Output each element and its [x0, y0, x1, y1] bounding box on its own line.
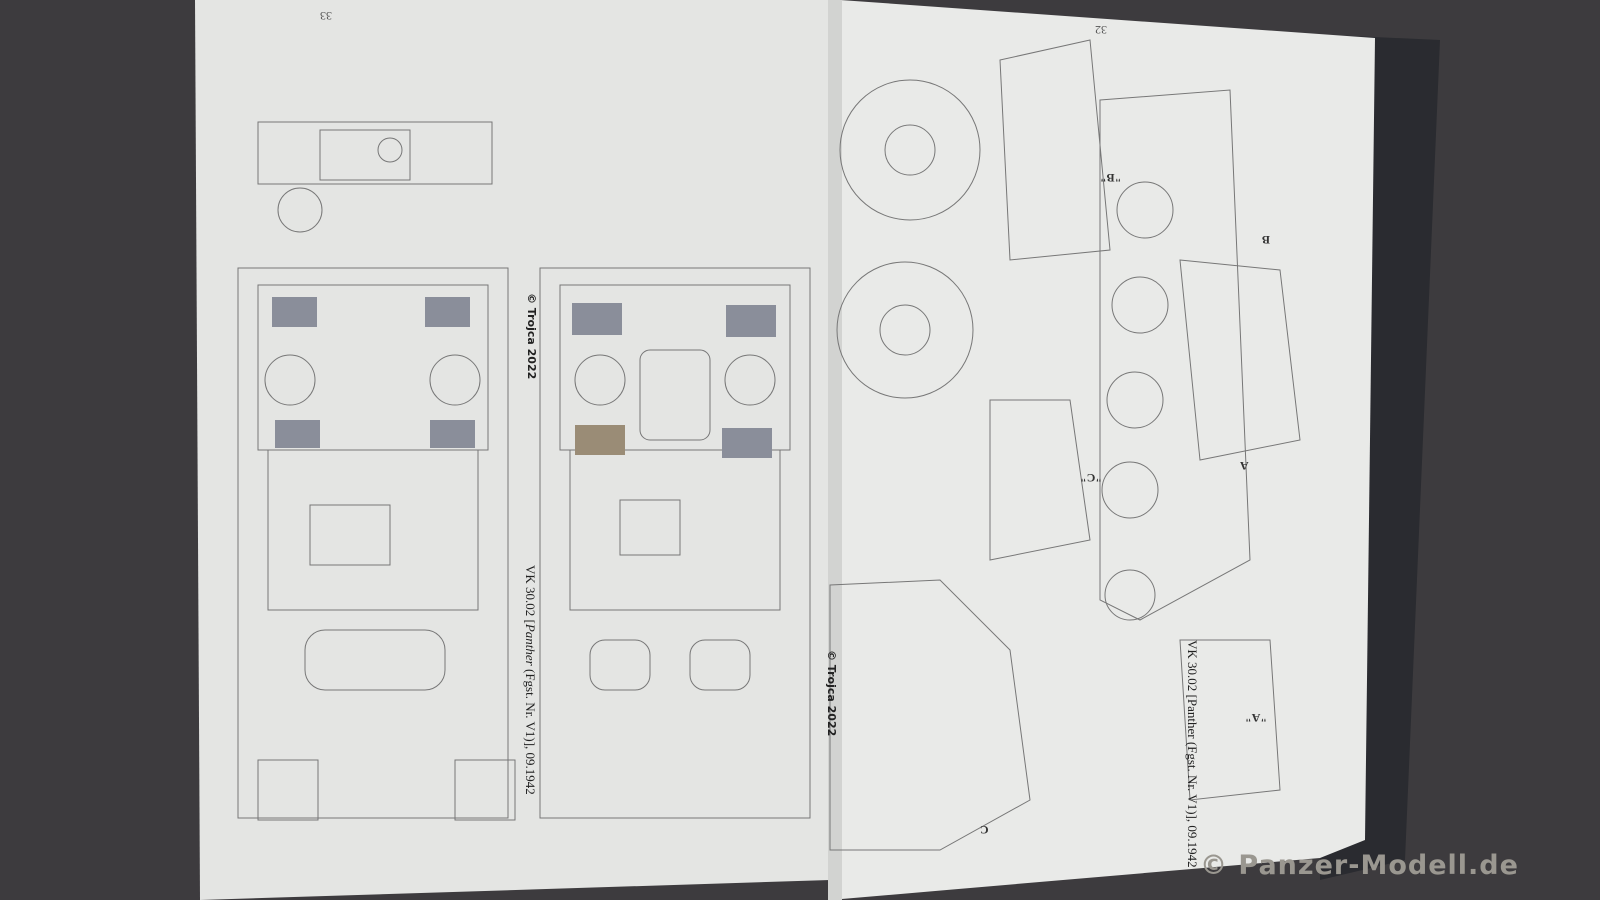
page-number-left: 33: [320, 9, 332, 23]
caption-text: VK 30.02 [: [523, 565, 538, 624]
view-label: "C": [1080, 471, 1102, 485]
view-label: B: [1262, 233, 1271, 247]
caption-text: (Fgst. Nr. V1)], 09.1942: [523, 665, 538, 795]
view-label: "A": [1245, 711, 1267, 725]
caption-right: VK 30.02 [Panther (Fgst. Nr. V1)], 09.19…: [1185, 640, 1200, 868]
caption-left: VK 30.02 [Panther (Fgst. Nr. V1)], 09.19…: [522, 565, 538, 795]
watermark: © Panzer-Modell.de: [1200, 850, 1519, 881]
right-page: [830, 0, 1375, 900]
gutter-shadow: [828, 0, 842, 900]
view-label: C: [980, 823, 989, 837]
left-page: [195, 0, 840, 900]
track-wheels: [1101, 181, 1174, 621]
view-label: A: [1240, 459, 1249, 473]
copyright-left: © Trojca 2022: [525, 293, 538, 380]
right-drawings: [829, 39, 1301, 851]
left-grilles: [272, 297, 776, 458]
copyright-right: © Trojca 2022: [825, 650, 838, 737]
view-label: "B": [1100, 171, 1122, 185]
caption-italic: Panther: [523, 623, 538, 666]
left-drawings: [237, 121, 811, 821]
page-number-right: 32: [1095, 23, 1107, 37]
